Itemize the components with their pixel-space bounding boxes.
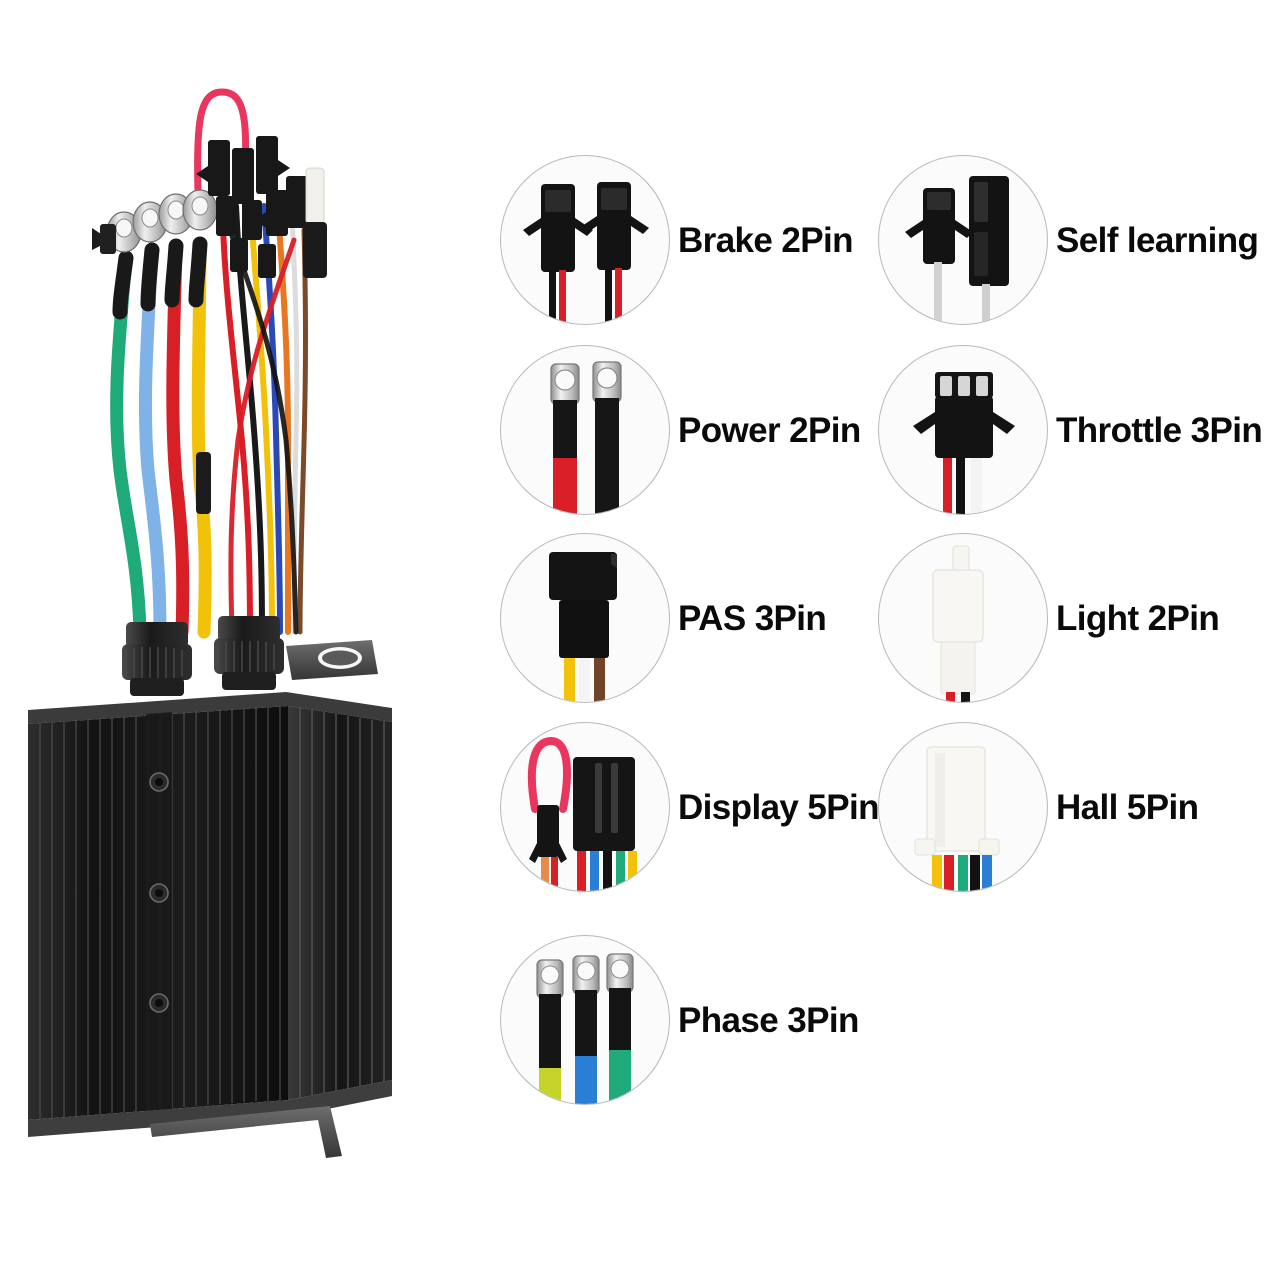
legend-label-phase: Phase 3Pin: [678, 1000, 859, 1040]
self-learning-connector-icon: [878, 155, 1048, 325]
signal-wire-group: [196, 136, 327, 635]
red-loop-wire: [194, 88, 250, 196]
legend-label-display: Display 5Pin: [678, 787, 880, 827]
housing-side: [288, 706, 392, 1100]
cooling-fins-side: [299, 708, 385, 1099]
legend-item-phase[interactable]: Phase 3Pin: [500, 935, 859, 1105]
legend-label-self-learning: Self learning: [1056, 220, 1259, 260]
legend-label-pas: PAS 3Pin: [678, 598, 827, 638]
wire-harness-illustration: [92, 88, 327, 639]
display-5pin-connector-icon: [500, 722, 670, 892]
connector-legend: Brake 2Pin Self learning: [470, 0, 1280, 1280]
hall-5pin-connector-icon: [878, 722, 1048, 892]
legend-label-hall: Hall 5Pin: [1056, 787, 1199, 827]
controller-body-illustration: [28, 616, 392, 1158]
cable-gland-left: [122, 622, 192, 696]
legend-item-self-learning[interactable]: Self learning: [878, 155, 1259, 325]
ring-terminal-group: [92, 189, 218, 639]
legend-item-light[interactable]: Light 2Pin: [878, 533, 1220, 703]
housing-bottom-rail: [28, 1080, 392, 1137]
product-photo: [0, 0, 470, 1280]
legend-label-power: Power 2Pin: [678, 410, 861, 450]
legend-item-throttle[interactable]: Throttle 3Pin: [878, 345, 1263, 515]
throttle-3pin-connector-icon: [878, 345, 1048, 515]
legend-label-light: Light 2Pin: [1056, 598, 1220, 638]
housing-top-cap: [28, 692, 392, 724]
brake-2pin-connector-icon: [500, 155, 670, 325]
light-2pin-connector-icon: [878, 533, 1048, 703]
legend-label-brake: Brake 2Pin: [678, 220, 854, 260]
legend-item-pas[interactable]: PAS 3Pin: [500, 533, 827, 703]
phase-3pin-ring-terminal-icon: [500, 935, 670, 1105]
legend-item-power[interactable]: Power 2Pin: [500, 345, 861, 515]
pas-3pin-connector-icon: [500, 533, 670, 703]
legend-item-display[interactable]: Display 5Pin: [500, 722, 880, 892]
legend-item-hall[interactable]: Hall 5Pin: [878, 722, 1199, 892]
legend-item-brake[interactable]: Brake 2Pin: [500, 155, 854, 325]
cable-gland-right: [214, 616, 284, 690]
housing-screws: [149, 772, 169, 1013]
legend-label-throttle: Throttle 3Pin: [1056, 410, 1263, 450]
mounting-bracket-bottom: [150, 1106, 342, 1158]
power-2pin-ring-terminal-icon: [500, 345, 670, 515]
